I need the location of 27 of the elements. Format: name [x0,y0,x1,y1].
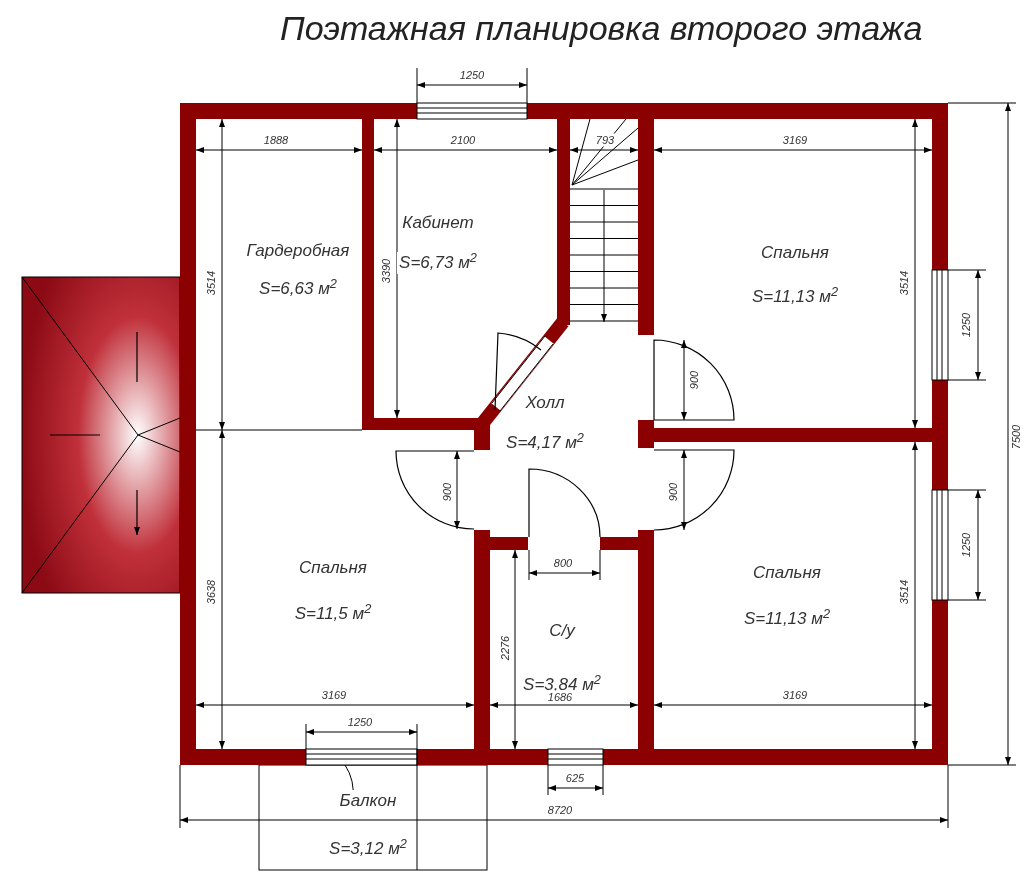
dimension-value: 3638 [204,578,218,606]
room-name: Гардеробная [244,240,352,262]
dimension-value: 7500 [1009,423,1023,451]
dimension-value: 1250 [959,311,973,339]
dimension-value: 2276 [498,634,512,662]
dimension-value: 3390 [379,257,393,285]
dimension-value: 3169 [320,688,348,702]
dimension-value: 3514 [897,269,911,297]
dimension-value: 1888 [262,133,290,147]
dimension-value: 900 [440,481,454,503]
dimension-value: 900 [687,369,701,391]
dimension-value: 1250 [959,531,973,559]
dimension-value: 1250 [346,715,374,729]
dimension-value: 3169 [781,688,809,702]
dimension-value: 1686 [546,690,574,704]
dimension-value: 900 [666,481,680,503]
dimension-value: 8720 [546,803,574,817]
dimension-value: 2100 [449,133,477,147]
dimension-value: 3514 [897,578,911,606]
dimension-value: 3169 [781,133,809,147]
dimension-value: 1250 [458,68,486,82]
dimension-value: 793 [594,133,616,147]
dimension-value: 3514 [204,269,218,297]
dimension-value: 625 [564,771,586,785]
plan-title: Поэтажная планировка второго этажа [280,8,923,49]
dimension-value: 800 [552,556,574,570]
room-area: S=6,73 м$^{2}$ [397,252,479,274]
